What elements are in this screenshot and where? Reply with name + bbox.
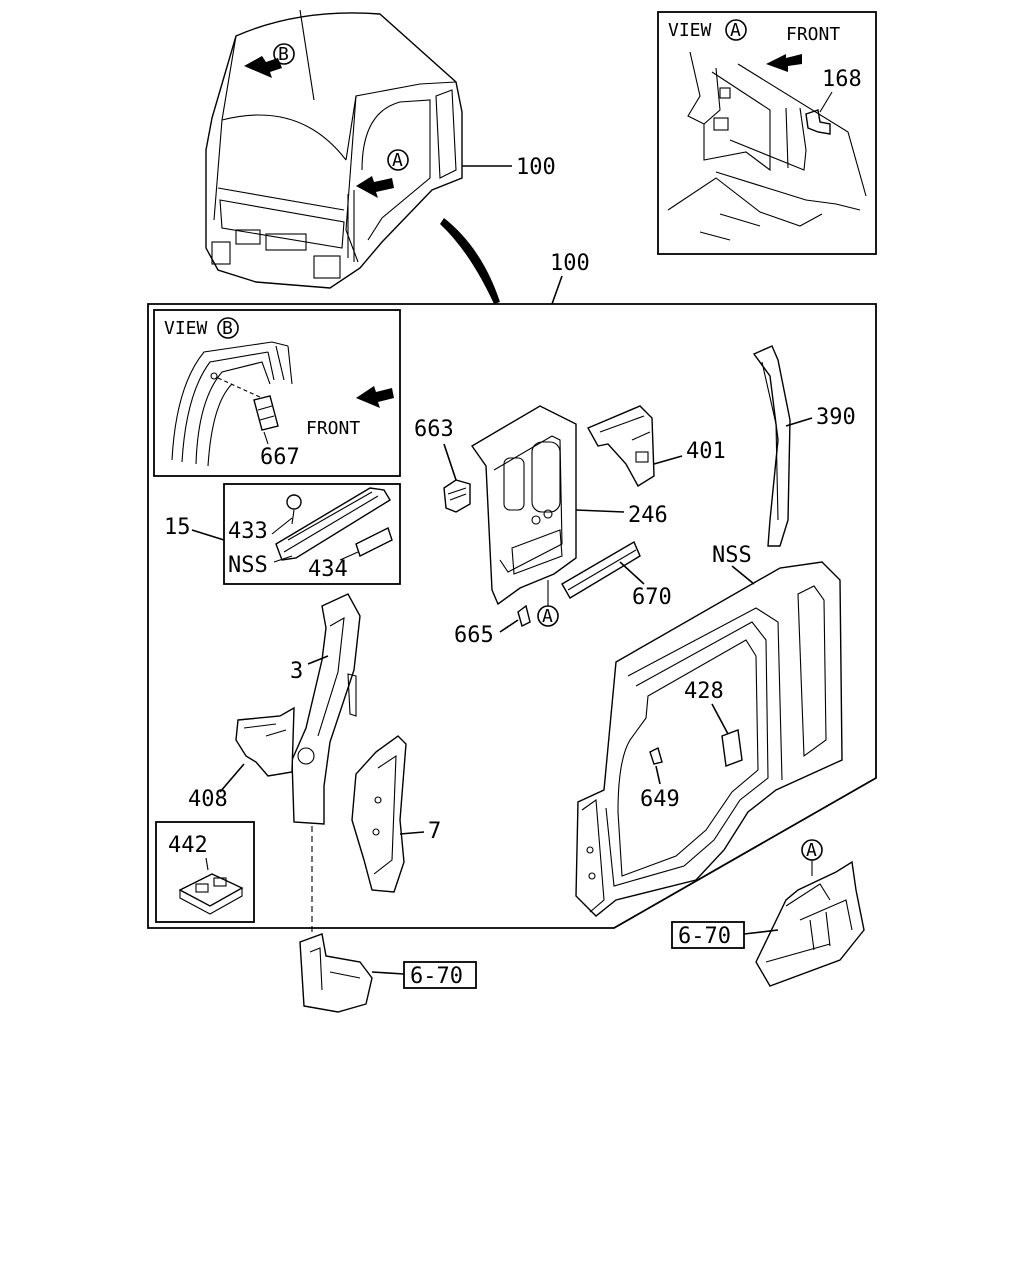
part-15-inset: 15 433 NSS 434 xyxy=(164,483,401,585)
label-401: 401 xyxy=(686,439,726,464)
ref-6-70-lower[interactable]: 6-70 xyxy=(410,964,463,989)
cab-marker-a: A xyxy=(392,150,403,171)
part-390: 390 xyxy=(752,345,856,547)
view-a-inset: VIEW A FRONT 168 xyxy=(657,11,877,255)
part-665: 665 A xyxy=(454,580,559,648)
label-428: 428 xyxy=(684,679,724,704)
label-246: 246 xyxy=(628,503,668,528)
label-3: 3 xyxy=(290,659,303,684)
label-663: 663 xyxy=(414,417,454,442)
label-7: 7 xyxy=(428,819,441,844)
cab-marker-b: B xyxy=(278,44,289,65)
label-442: 442 xyxy=(168,833,208,858)
label-670: 670 xyxy=(632,585,672,610)
part-408: 408 xyxy=(188,706,295,812)
view-a-title: VIEW xyxy=(668,20,712,41)
part-663: 663 xyxy=(414,417,471,513)
cab-overview: B A 100 xyxy=(205,9,556,304)
floor-reference-part: A 6-70 xyxy=(671,839,865,987)
label-667: 667 xyxy=(260,445,300,470)
label-433: 433 xyxy=(228,519,268,544)
ref-6-70-floor[interactable]: 6-70 xyxy=(678,924,731,949)
view-a-marker: A xyxy=(730,20,741,41)
side-panel-nss: NSS xyxy=(575,543,843,917)
label-cab-100: 100 xyxy=(516,155,556,180)
label-nss-2: NSS xyxy=(712,543,752,568)
part-401: 401 xyxy=(587,405,726,487)
view-b-inset: VIEW B FRONT 667 xyxy=(153,309,401,477)
part-3: 3 xyxy=(290,593,361,932)
label-434: 434 xyxy=(308,557,348,582)
label-649: 649 xyxy=(640,787,680,812)
assembly-box: 100 xyxy=(147,251,877,929)
view-a-front-label: FRONT xyxy=(786,24,840,45)
label-assembly-100: 100 xyxy=(550,251,590,276)
view-b-title: VIEW xyxy=(164,318,208,339)
view-b-marker: B xyxy=(222,318,233,339)
label-665: 665 xyxy=(454,623,494,648)
marker-a-floor: A xyxy=(806,840,817,861)
part-649: 649 xyxy=(640,746,680,812)
part-7: 7 xyxy=(351,735,441,893)
part-428: 428 xyxy=(684,679,743,767)
view-b-front-label: FRONT xyxy=(306,418,360,439)
part-670: 670 xyxy=(561,540,672,610)
label-15: 15 xyxy=(164,515,191,540)
part-442-inset: 442 xyxy=(155,821,255,923)
lower-reference-bracket: 6-70 xyxy=(299,933,477,1013)
label-390: 390 xyxy=(816,405,856,430)
marker-a-inner: A xyxy=(542,606,553,627)
label-168: 168 xyxy=(822,67,862,92)
label-nss-1: NSS xyxy=(228,553,268,578)
panel-246: 246 xyxy=(470,405,668,606)
